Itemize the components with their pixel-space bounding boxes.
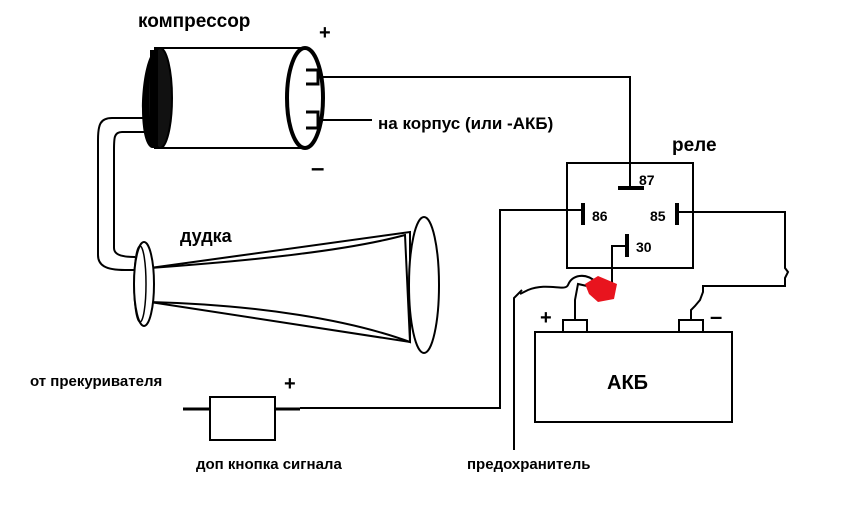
switch-label: доп кнопка сигнала xyxy=(196,456,342,473)
battery-plus-label: + xyxy=(540,307,552,329)
wire-30-to-fuse xyxy=(611,245,627,286)
fuse-label: предохранитель xyxy=(467,456,590,473)
compressor-minus-label: – xyxy=(311,155,324,182)
pin-87-label: 87 xyxy=(639,172,655,188)
switch-plus-label: + xyxy=(284,373,296,395)
pin-86-label: 86 xyxy=(592,208,608,224)
compressor-plus-label: + xyxy=(319,22,331,44)
pin-30-label: 30 xyxy=(636,239,652,255)
fuse-pointer-line xyxy=(513,289,523,450)
lighter-source-label: от прекуривателя xyxy=(30,373,162,390)
wire-86-to-switch xyxy=(300,209,583,409)
air-hose-inner xyxy=(113,131,152,258)
wire-compressor-to-87 xyxy=(318,76,631,188)
air-hose xyxy=(97,117,148,271)
horn xyxy=(133,216,440,354)
relay xyxy=(566,162,694,269)
ground-note-label: на корпус (или -АКБ) xyxy=(378,114,553,133)
battery xyxy=(534,319,733,423)
battery-label: АКБ xyxy=(607,372,648,394)
horn-label: дудка xyxy=(180,226,233,246)
fuse xyxy=(585,276,617,302)
wire-85-to-battery-minus xyxy=(677,211,790,320)
compressor xyxy=(141,46,325,150)
horn-button-switch xyxy=(183,396,300,441)
relay-label: реле xyxy=(672,135,717,156)
pin-85-label: 85 xyxy=(650,208,666,224)
wire-fuse-squiggle xyxy=(519,274,597,295)
battery-minus-label: – xyxy=(710,304,722,329)
compressor-label: компрессор xyxy=(138,11,250,32)
